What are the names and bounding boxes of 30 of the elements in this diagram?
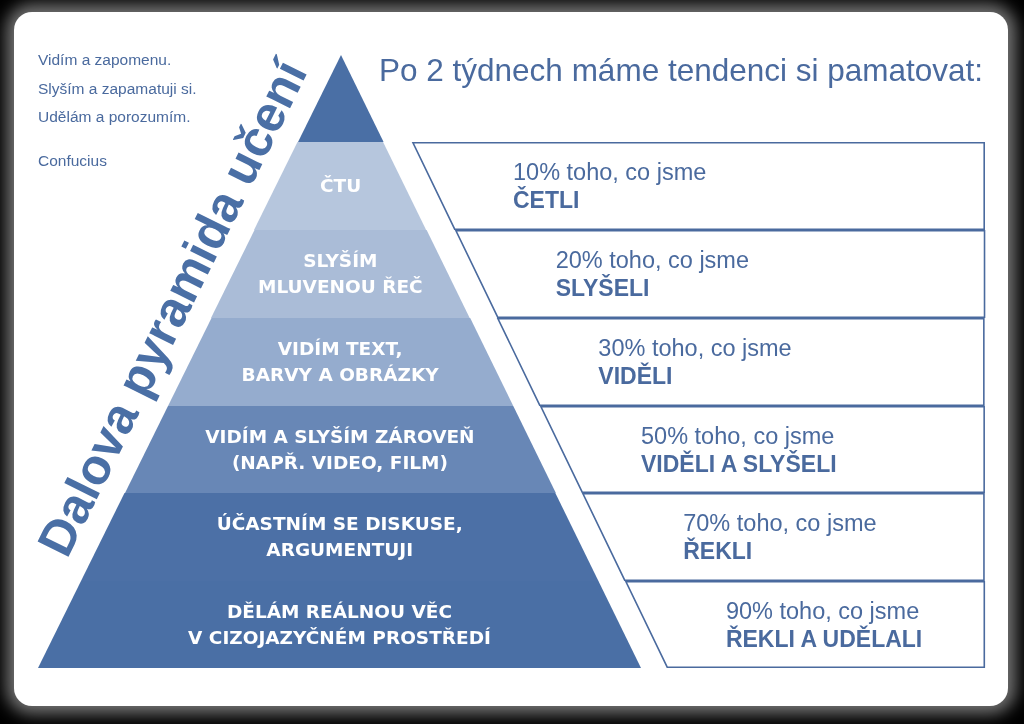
activity-text: VIDĚLI — [598, 362, 673, 390]
level-label: ČTU — [319, 174, 362, 198]
quote-line: Vidím a zapomenu. — [38, 50, 172, 69]
pyramid-level — [38, 581, 641, 668]
level-label: ÚČASTNÍM SE DISKUSE, ARGUMENTUJI — [216, 512, 463, 562]
level-label: DĚLÁM REÁLNOU VĚC V CIZOJAZYČNÉM PROSTŘEDÍ — [188, 599, 491, 650]
level-label: VIDÍM TEXT, BARVY A OBRÁZKY — [241, 338, 439, 385]
retention-row — [412, 142, 985, 230]
activity-text: SLYŠELI — [555, 274, 650, 302]
retention-row — [624, 581, 985, 668]
retention-row — [582, 493, 985, 581]
retention-row — [454, 230, 985, 318]
level-label: VIDÍM A SLYŠÍM ZÁROVEŇ (NAPŘ. VIDEO, FILM) — [205, 424, 475, 475]
retention-text: 20% toho, co jsme — [555, 246, 749, 274]
quote-line: Udělám a porozumím. — [38, 107, 191, 126]
retention-row — [497, 318, 985, 406]
activity-text: ŘEKLI A UDĚLALI — [725, 624, 923, 653]
retention-text: 90% toho, co jsme — [725, 596, 920, 625]
retention-text: 30% toho, co jsme — [598, 334, 792, 362]
heading: Po 2 týdnech máme tendenci si pamatovat: — [379, 51, 984, 89]
retention-text: 50% toho, co jsme — [641, 421, 835, 450]
retention-text: 10% toho, co jsme — [513, 158, 707, 186]
quote-line: Slyším a zapamatuji si. — [38, 79, 197, 98]
quote-author: Confucius — [38, 151, 107, 170]
level-label: SLYŠÍM MLUVENOU ŘEČ — [258, 249, 423, 299]
activity-text: VIDĚLI A SLYŠELI — [641, 449, 837, 478]
activity-text: ČETLI — [513, 186, 580, 214]
activity-text: ŘEKLI — [683, 537, 753, 565]
retention-text: 70% toho, co jsme — [683, 509, 877, 537]
retention-row — [540, 406, 985, 493]
